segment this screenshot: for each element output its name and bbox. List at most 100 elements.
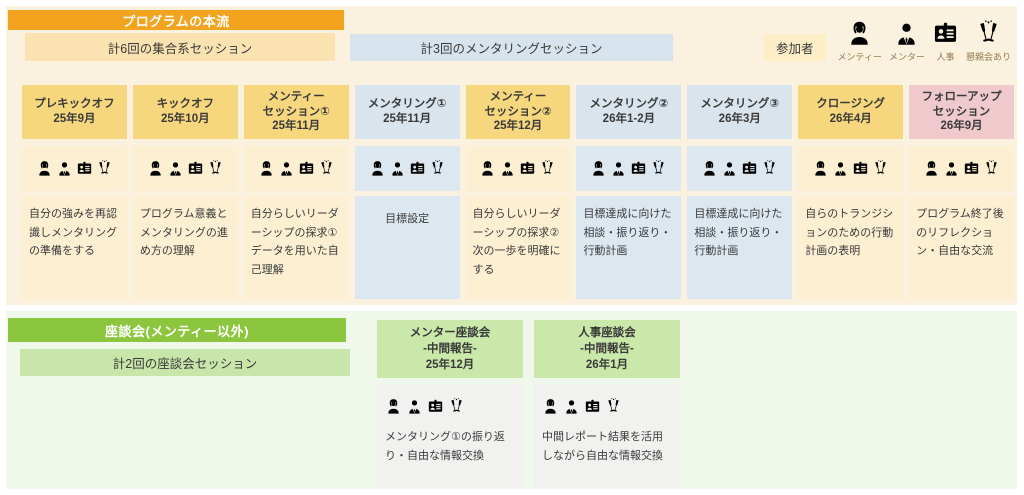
- mentor-icon: [56, 160, 73, 177]
- hr-card-icon: [932, 20, 959, 47]
- session-header: クロージング 26年4月: [798, 85, 904, 139]
- session-title: メンティー セッション①: [262, 90, 330, 118]
- mentor-icon: [721, 160, 738, 177]
- session-column: クロージング 26年4月 自らのトランジションのための行動計画の表明: [798, 85, 904, 299]
- participants-legend-roles: メンティー メンター 人事 懇親会あり: [837, 20, 1011, 63]
- participant-icons: [22, 146, 127, 191]
- participant-icons: [465, 146, 571, 191]
- session-header: メンタリング① 25年11月: [354, 85, 460, 139]
- session-description: 自分の強みを再認識しメンタリングの準備をする: [22, 196, 127, 299]
- participant-icons: [354, 146, 460, 191]
- session-title: メンティー セッション②: [484, 90, 552, 118]
- session-date: 26年9月: [940, 120, 983, 133]
- session-date: 25年12月: [493, 120, 543, 133]
- champagne-icon: [429, 160, 446, 177]
- mentee-icon: [36, 160, 53, 177]
- participant-icons: [576, 146, 682, 191]
- roundtable-card-description: 中間レポート結果を活用しながら自由な情報交換: [542, 431, 663, 463]
- mentee-icon: [385, 398, 402, 415]
- mentor-icon: [563, 398, 580, 415]
- champagne-icon: [605, 398, 622, 415]
- hr-card-icon: [519, 160, 536, 177]
- session-date: 25年10月: [161, 113, 210, 125]
- session-date: 26年1-2月: [602, 113, 656, 125]
- roundtable-card-date: 25年12月: [425, 359, 475, 372]
- legend-role-mentor: メンター: [889, 20, 925, 63]
- mentee-icon: [590, 160, 607, 177]
- session-date: 25年11月: [272, 120, 321, 133]
- roundtable-card-date: 26年1月: [585, 359, 629, 372]
- session-column: フォローアップ セッション 26年9月 プログラム終了後のリフレクション・自由な…: [909, 85, 1014, 299]
- legend-role-label: 懇親会あり: [966, 52, 1012, 62]
- session-description: 目標達成に向けた相談・振り返り・行動計画: [576, 196, 682, 299]
- mentee-icon: [369, 160, 386, 177]
- participant-icons: [687, 146, 793, 191]
- champagne-icon: [872, 160, 889, 177]
- roundtable-card: メンター座談会 -中間報告- 25年12月 メンタリング①の振り返り・自由な情報…: [377, 320, 523, 488]
- session-description: プログラム意義とメンタリングの進め方の理解: [132, 196, 238, 299]
- participant-icons: [542, 398, 672, 415]
- mentor-icon: [610, 160, 627, 177]
- legend-role-label: メンティー: [837, 52, 882, 62]
- mentor-icon: [499, 160, 516, 177]
- roundtable-card: 人事座談会 -中間報告- 26年1月 中間レポート結果を活用しながら自由な情報交…: [534, 320, 680, 488]
- champagne-icon: [650, 160, 667, 177]
- roundtable-card-body: 中間レポート結果を活用しながら自由な情報交換: [534, 384, 680, 488]
- champagne-icon: [975, 20, 1002, 47]
- session-date: 26年3月: [718, 113, 761, 125]
- mentee-icon: [479, 160, 496, 177]
- roundtable-cards: メンター座談会 -中間報告- 25年12月 メンタリング①の振り返り・自由な情報…: [377, 320, 680, 488]
- group-sessions-band: 計6回の集合系セッション: [25, 33, 335, 61]
- mentee-icon: [846, 20, 873, 47]
- roundtable-sessions-band: 計2回の座談会セッション: [20, 349, 350, 376]
- session-date: 26年4月: [829, 113, 872, 125]
- session-title: フォローアップ セッション: [921, 90, 1002, 118]
- session-header: メンタリング② 26年1-2月: [576, 85, 682, 139]
- mentee-icon: [542, 398, 559, 415]
- session-column: プレキックオフ 25年9月 自分の強みを再認識しメンタリングの準備をする: [22, 85, 127, 299]
- champagne-icon: [96, 160, 113, 177]
- participant-icons: [909, 146, 1014, 191]
- session-header: メンティー セッション① 25年11月: [243, 85, 349, 139]
- session-header: フォローアップ セッション 26年9月: [909, 85, 1014, 139]
- mentor-icon: [893, 20, 920, 47]
- participant-icons: [798, 146, 904, 191]
- participant-icons: [385, 398, 515, 415]
- session-header: メンタリング③ 26年3月: [687, 85, 793, 139]
- session-description: 目標設定: [354, 196, 460, 299]
- session-column: キックオフ 25年10月 プログラム意義とメンタリングの進め方の理解: [132, 85, 238, 299]
- session-header: キックオフ 25年10月: [132, 85, 238, 139]
- legend-role-label: 人事: [936, 52, 955, 62]
- mentor-icon: [943, 160, 960, 177]
- legend-role-party: 懇親会あり: [966, 20, 1011, 63]
- hr-card-icon: [409, 160, 426, 177]
- mentor-icon: [832, 160, 849, 177]
- mentee-icon: [812, 160, 829, 177]
- participant-icons: [132, 146, 238, 191]
- hr-card-icon: [76, 160, 93, 177]
- roundtable-card-title: 人事座談会: [578, 326, 636, 339]
- mentee-icon: [701, 160, 718, 177]
- participants-legend: 参加者 メンティー メンター 人事 懇親会あり: [764, 20, 1011, 63]
- roundtable-card-header: メンター座談会 -中間報告- 25年12月: [377, 320, 523, 378]
- session-description: 目標達成に向けた相談・振り返り・行動計画: [687, 196, 793, 299]
- hr-card-icon: [852, 160, 869, 177]
- session-description: プログラム終了後のリフレクション・自由な交流: [909, 196, 1014, 299]
- session-title: クロージング: [816, 98, 886, 111]
- mentee-icon: [258, 160, 275, 177]
- session-title: メンタリング③: [700, 98, 780, 111]
- main-flow-title-bar: プログラムの本流: [8, 10, 344, 30]
- session-header: メンティー セッション② 25年12月: [465, 85, 571, 139]
- hr-card-icon: [298, 160, 315, 177]
- legend-role-label: メンター: [888, 52, 925, 62]
- roundtable-card-title: メンター座談会: [409, 326, 491, 339]
- mentor-icon: [167, 160, 184, 177]
- session-title: キックオフ: [156, 98, 215, 111]
- session-title: メンタリング①: [367, 98, 447, 111]
- session-column: メンティー セッション① 25年11月 自分らしいリーダーシップの探求①データを…: [243, 85, 349, 299]
- hr-card-icon: [584, 398, 601, 415]
- hr-card-icon: [741, 160, 758, 177]
- session-date: 25年11月: [383, 113, 432, 125]
- champagne-icon: [761, 160, 778, 177]
